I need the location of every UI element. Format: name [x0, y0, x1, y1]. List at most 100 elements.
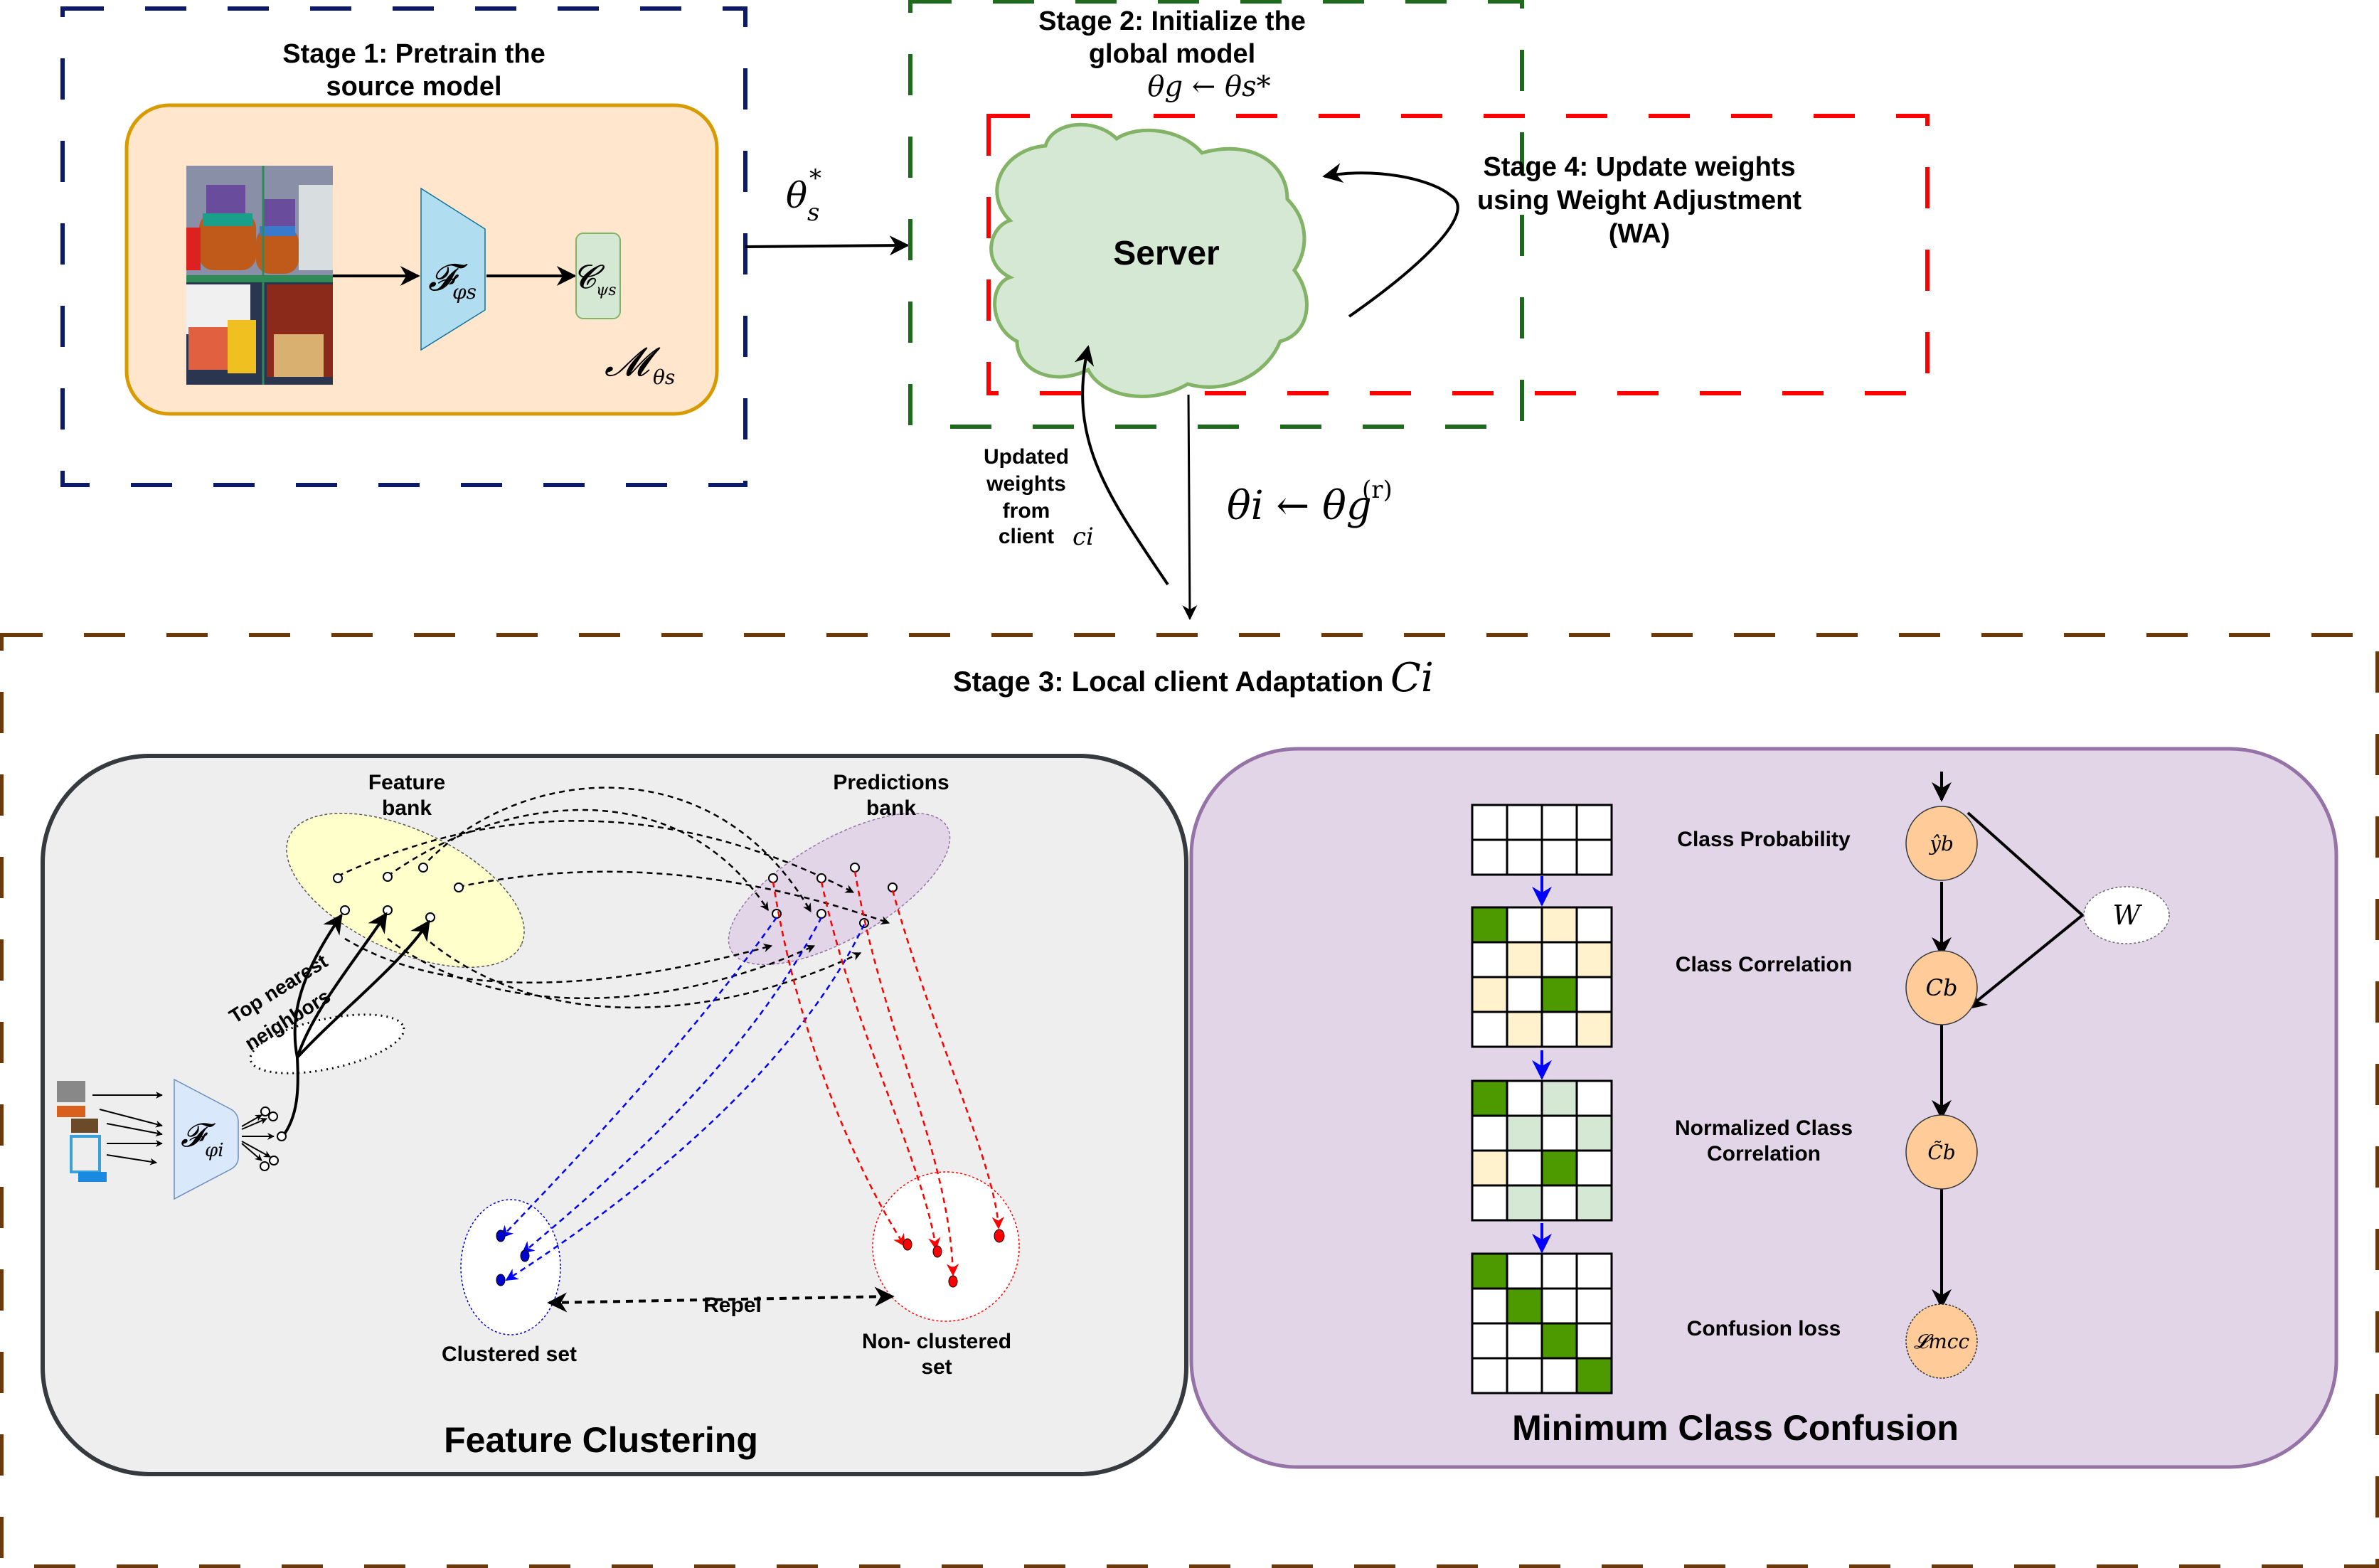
matrix-cell [1506, 976, 1543, 1013]
matrix-cell [1540, 1149, 1578, 1187]
matrix-cell [1575, 1287, 1613, 1325]
stage1-title-line1: Stage 1: Pretrain the [282, 39, 545, 69]
nearest-neighbor-arrows [280, 912, 430, 1139]
transfer-arrow-group: θ * s [745, 164, 910, 256]
client-input-images [57, 1081, 107, 1182]
matrix-cell [1506, 1010, 1543, 1048]
upload-label-line1: Updated [984, 445, 1069, 469]
matrix-cell [1471, 976, 1508, 1013]
matrix-cell [1506, 1114, 1543, 1152]
nonclustered-set-ellipse [872, 1171, 1020, 1322]
node-l-mcc-label: 𝓛mcc [1914, 1330, 1970, 1353]
predictions-bank-label-line2: bank [866, 796, 916, 820]
matrix-cell [1540, 1287, 1578, 1325]
nonclustered-set-label-line2: set [921, 1355, 952, 1379]
mcc-node-arrows [1932, 772, 2085, 1309]
matrix-cell [1540, 1114, 1578, 1152]
stage1-title-line2: source model [326, 72, 501, 102]
matrix-cell [1471, 804, 1508, 841]
upload-arrow [1074, 345, 1169, 586]
upload-label-line2: weights [986, 472, 1066, 496]
matrix-cell [1506, 1357, 1543, 1394]
node-weight-w-label: W [2112, 900, 2142, 931]
transfer-label-theta: θ [786, 175, 807, 216]
upload-label-line3: from [1003, 499, 1050, 523]
encoder-output-arrows [241, 1114, 275, 1161]
matrix-cell [1575, 906, 1613, 944]
upload-label-line4: client [999, 525, 1054, 548]
node-y-hat-label: ŷb [1928, 832, 1954, 855]
stage2-formula: θg ← θs* [1147, 70, 1270, 103]
matrix-cell [1540, 1357, 1578, 1394]
repel-label: Repel [703, 1294, 762, 1317]
encoder-output-nodes [260, 1106, 287, 1171]
matrix-cell [1575, 1114, 1613, 1152]
mcc-matrices [1471, 804, 1613, 1394]
matrix-cell [1506, 1079, 1543, 1117]
mcc-matrix-2 [1471, 1079, 1613, 1222]
stage2-dashed-border [908, 0, 1524, 429]
predictions-bank-ellipse [728, 812, 951, 966]
transfer-label-sub: s [807, 198, 819, 227]
bank-link-arcs [337, 786, 890, 1009]
nonclustered-points [903, 1229, 1005, 1288]
matrix-cell [1471, 1252, 1508, 1290]
stage2-title-line1: Stage 2: Initialize the [1038, 6, 1306, 36]
mcc-step-label-normalized-line2: Correlation [1707, 1142, 1821, 1166]
matrix-cell [1575, 1357, 1613, 1394]
matrix-cell [1540, 838, 1578, 876]
source-classifier-block [575, 233, 621, 319]
repel-arrow [547, 1286, 895, 1313]
matrix-cell [1540, 906, 1578, 944]
stage3-dashed-border [0, 633, 2379, 1568]
matrix-cell [1575, 941, 1613, 978]
mcc-panel: Class Probability Class Correlation Norm… [1189, 747, 2338, 1469]
matrix-cell [1506, 838, 1543, 876]
source-image [186, 166, 333, 385]
download-formula-sup: (r) [1362, 476, 1393, 504]
mcc-matrix-0 [1471, 804, 1613, 876]
matrix-cell [1540, 804, 1578, 841]
mcc-matrix-3 [1471, 1252, 1613, 1394]
matrix-cell [1540, 1079, 1578, 1117]
feature-bank-nodes [333, 863, 464, 922]
matrix-cell [1575, 1149, 1613, 1187]
feature-clustering-panel: Feature bank Predictions bank [41, 754, 1188, 1476]
mcc-step-label-confusion-loss: Confusion loss [1687, 1317, 1841, 1340]
clustered-set-label: Clustered set [442, 1343, 577, 1366]
matrix-cell [1540, 1184, 1578, 1222]
upload-client-symbol: ci [1073, 523, 1094, 551]
matrix-cell [1575, 1079, 1613, 1117]
matrix-cell [1575, 1010, 1613, 1048]
matrix-cell [1471, 1114, 1508, 1152]
matrix-cell [1471, 1010, 1508, 1048]
stage2-title-line2: global model [1089, 39, 1255, 69]
server-label: Server [1113, 235, 1219, 272]
matrix-cell [1540, 1010, 1578, 1048]
feature-bank-label-line2: bank [382, 796, 432, 820]
node-l-mcc: 𝓛mcc [1905, 1303, 1978, 1379]
cloud-shape [989, 122, 1309, 398]
stage2-group: Stage 2: Initialize the global model θg … [908, 0, 1524, 429]
matrix-cell [1506, 1184, 1543, 1222]
matrix-cell [1471, 906, 1508, 944]
clustered-points [496, 1230, 530, 1286]
matrix-cell [1471, 1079, 1508, 1117]
nonclustered-set-label-line1: Non- clustered [862, 1330, 1011, 1353]
server-cloud: Server [989, 122, 1309, 398]
matrix-cell [1471, 1184, 1508, 1222]
matrix-cell [1471, 1357, 1508, 1394]
node-c-tilde-b-label: C̃b [1927, 1141, 1955, 1164]
download-label: θi ← θg (r) [1227, 476, 1393, 529]
mcc-step-label-normalized-line1: Normalized Class [1675, 1116, 1853, 1140]
download-arrow [1182, 394, 1198, 621]
matrix-cell [1506, 804, 1543, 841]
client-encoder-sub: φi [205, 1140, 224, 1161]
neighbors-ellipse [249, 1013, 405, 1074]
matrix-cell [1471, 838, 1508, 876]
feature-clustering-title: Feature Clustering [444, 1420, 758, 1460]
matrix-cell [1575, 1322, 1613, 1360]
mcc-step-label-class-correlation: Class Correlation [1676, 953, 1852, 976]
node-weight-w: W [2083, 886, 2170, 944]
nonclustered-arrows [772, 870, 1005, 1276]
